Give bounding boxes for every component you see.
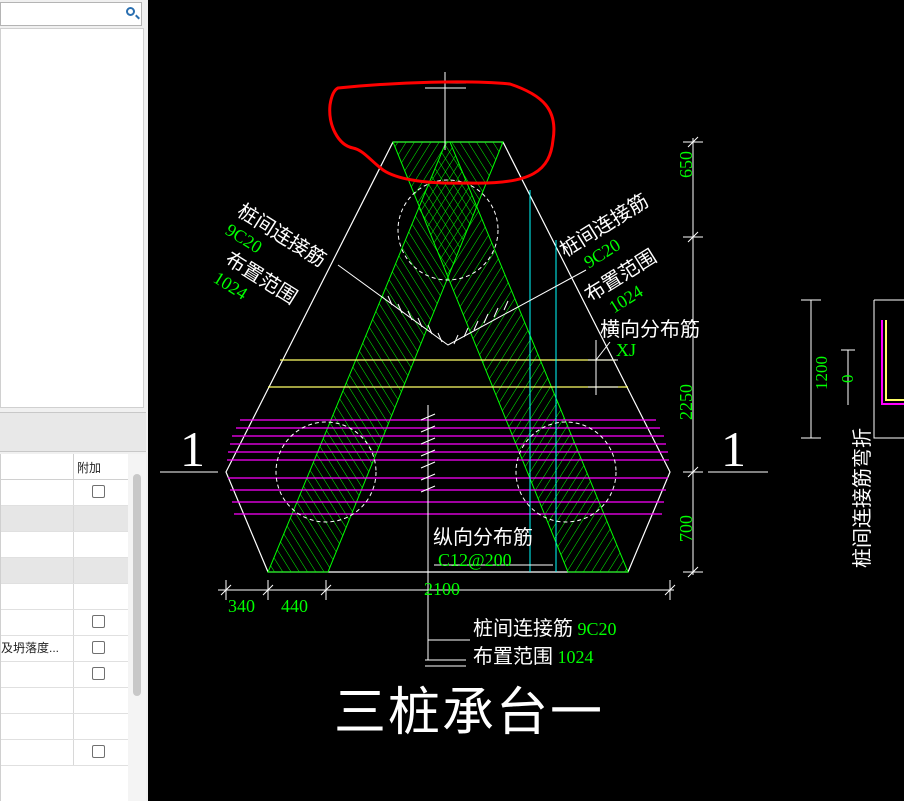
panel-divider: [0, 412, 146, 452]
grid-cell: [1, 480, 73, 505]
bottom-rebar-spec: 9C20: [577, 619, 617, 639]
pile-left: [275, 421, 377, 523]
bottom-rebar-name: 桩间连接筋: [473, 618, 573, 640]
section-marker-left: 1: [180, 421, 205, 477]
grid-row[interactable]: [1, 714, 129, 740]
longitudinal-spec: C12@200: [438, 550, 512, 570]
column-divider: [73, 714, 74, 739]
attach-checkbox[interactable]: [92, 667, 105, 680]
dimension-chain-right: [683, 136, 703, 578]
column-divider: [73, 662, 74, 687]
grid-cell: [1, 610, 73, 635]
attach-checkbox[interactable]: [92, 641, 105, 654]
bottom-range-value: 1024: [557, 647, 594, 667]
dim-440: 440: [281, 596, 308, 616]
grid-cell: [1, 714, 73, 739]
bottom-rebar-label: 桩间连接筋 9C20: [473, 612, 616, 641]
column-divider: [73, 558, 74, 583]
dimension-chain-bottom: [218, 580, 676, 600]
drawing-title: 三桩承台一: [334, 685, 605, 742]
attach-checkbox[interactable]: [92, 615, 105, 628]
attach-checkbox[interactable]: [92, 745, 105, 758]
xj-dimension: [588, 340, 618, 395]
side-dim-1200: 1200: [812, 356, 831, 390]
column-divider: [73, 688, 74, 713]
dim-2100: 2100: [424, 579, 460, 599]
dim-340: 340: [228, 596, 255, 616]
longitudinal-label: 纵向分布筋: [433, 527, 533, 549]
dim-2250: 2250: [676, 384, 696, 420]
grid-row[interactable]: [1, 740, 129, 766]
grid-cell: [1, 584, 73, 609]
column-divider: [73, 584, 74, 609]
section-marker-right: 1: [721, 421, 746, 477]
grid-row[interactable]: 及坍落度...: [1, 636, 129, 662]
tree-view[interactable]: [0, 28, 144, 408]
bottom-range-label: 布置范围 1024: [473, 640, 593, 669]
grid-row[interactable]: [1, 584, 129, 610]
pile-top: [397, 179, 499, 281]
column-divider: [73, 506, 74, 531]
side-view: [801, 299, 904, 439]
left-panel: 附加 及坍落度...: [0, 0, 148, 801]
transverse-code: XJ: [616, 340, 637, 360]
column-header-attach: 附加: [77, 461, 102, 475]
rebar-ticks: [387, 295, 509, 345]
grid-row[interactable]: [1, 506, 129, 532]
pile-right: [515, 421, 617, 523]
rebar-band-right: [267, 141, 504, 573]
side-dim-0: 0: [838, 374, 857, 384]
search-icon[interactable]: [126, 7, 135, 16]
column-divider: [73, 636, 74, 661]
grid-cell: [1, 662, 73, 687]
cad-drawing: [160, 72, 904, 667]
grid-row[interactable]: [1, 610, 129, 636]
grid-header: 附加: [1, 454, 129, 480]
grid-cell: 及坍落度...: [1, 641, 60, 655]
side-view-label: 桩间连接筋弯折: [852, 428, 874, 568]
cad-canvas[interactable]: 三桩承台一 桩间连接筋 9C20 布置范围 1024 桩间连接筋 9C20 布置…: [148, 0, 904, 801]
transverse-label: 横向分布筋: [600, 319, 700, 341]
grid-row[interactable]: [1, 480, 129, 506]
dim-650: 650: [676, 151, 696, 178]
column-divider: [73, 532, 74, 557]
scrollbar-thumb[interactable]: [133, 474, 141, 696]
dim-700: 700: [676, 515, 696, 542]
grid-cell: [1, 558, 73, 583]
grid-cell: [1, 688, 73, 713]
grid-row[interactable]: [1, 662, 129, 688]
grid-row[interactable]: [1, 532, 129, 558]
property-grid: 附加 及坍落度...: [0, 454, 129, 801]
bottom-range-text: 布置范围: [473, 646, 553, 668]
column-divider: [73, 610, 74, 635]
grid-row[interactable]: [1, 558, 129, 584]
column-divider: [73, 740, 74, 765]
column-divider: [73, 480, 74, 505]
grid-scrollbar[interactable]: [128, 454, 146, 801]
search-input[interactable]: [0, 2, 142, 26]
rebar-horizontal-bars: [227, 419, 669, 515]
attach-checkbox[interactable]: [92, 485, 105, 498]
grid-row[interactable]: [1, 688, 129, 714]
grid-cell: [1, 532, 73, 557]
rebar-range-line: [337, 264, 587, 346]
longitudinal-ticks: [420, 413, 436, 493]
grid-cell: [1, 740, 73, 765]
annotation-circle: [328, 80, 556, 185]
column-divider: [73, 454, 74, 480]
grid-cell: [1, 506, 73, 531]
